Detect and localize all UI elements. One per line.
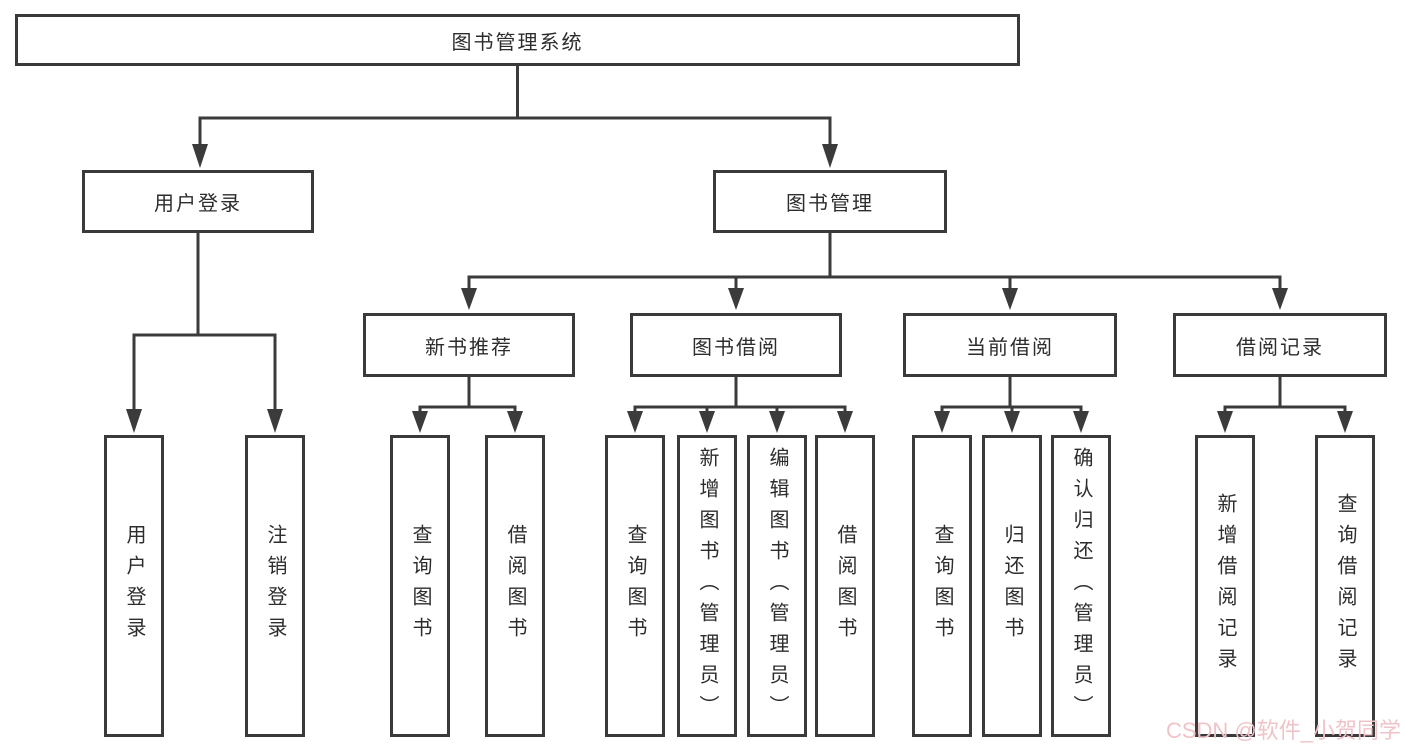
leaf-user-login: 用户登录 — [104, 435, 164, 737]
leaf-logout: 注销登录 — [245, 435, 305, 737]
leaf-add-borrow-record: 新增借阅记录 — [1195, 435, 1255, 737]
leaf-query-borrow-record: 查询借阅记录 — [1315, 435, 1375, 737]
leaf-query-books-3: 查询图书 — [912, 435, 972, 737]
node-current-borrow: 当前借阅 — [903, 313, 1117, 377]
leaf-confirm-return-admin: 确认归还（管理员） — [1051, 435, 1111, 737]
node-user-login: 用户登录 — [82, 170, 314, 233]
node-label: 新增图书（管理员） — [696, 446, 718, 726]
leaf-query-books-2: 查询图书 — [605, 435, 665, 737]
node-label: 借阅图书 — [834, 524, 856, 648]
node-label: 图书管理系统 — [451, 31, 584, 54]
node-label: 新增借阅记录 — [1214, 493, 1236, 679]
leaf-query-books-1: 查询图书 — [390, 435, 450, 737]
node-label: 确认归还（管理员） — [1070, 446, 1092, 726]
node-label: 用户登录 — [154, 193, 242, 215]
node-label: 新书推荐 — [425, 336, 513, 359]
node-label: 查询借阅记录 — [1334, 493, 1356, 679]
leaf-borrow-books-1: 借阅图书 — [485, 435, 545, 737]
node-book-borrow: 图书借阅 — [630, 313, 842, 377]
node-label: 查询图书 — [931, 524, 953, 648]
node-book-management: 图书管理 — [713, 170, 947, 233]
node-label: 查询图书 — [409, 524, 431, 648]
node-label: 借阅记录 — [1236, 336, 1324, 359]
csdn-watermark: CSDN @软件_小贺同学 — [1165, 718, 1401, 743]
node-label: 编辑图书（管理员） — [766, 446, 788, 726]
leaf-edit-book-admin: 编辑图书（管理员） — [747, 435, 807, 737]
leaf-add-book-admin: 新增图书（管理员） — [677, 435, 737, 737]
node-label: 归还图书 — [1001, 524, 1023, 648]
leaf-return-books: 归还图书 — [982, 435, 1042, 737]
node-label: 图书管理 — [786, 193, 874, 215]
node-label: 当前借阅 — [966, 336, 1054, 359]
leaf-borrow-books-2: 借阅图书 — [815, 435, 875, 737]
node-new-book-recommend: 新书推荐 — [363, 313, 575, 377]
node-label: 图书借阅 — [692, 336, 780, 359]
node-label: 用户登录 — [123, 524, 145, 648]
node-label: 注销登录 — [264, 524, 286, 648]
node-label: 借阅图书 — [504, 524, 526, 648]
node-library-system: 图书管理系统 — [15, 14, 1020, 66]
node-label: 查询图书 — [624, 524, 646, 648]
node-borrow-records: 借阅记录 — [1173, 313, 1387, 377]
